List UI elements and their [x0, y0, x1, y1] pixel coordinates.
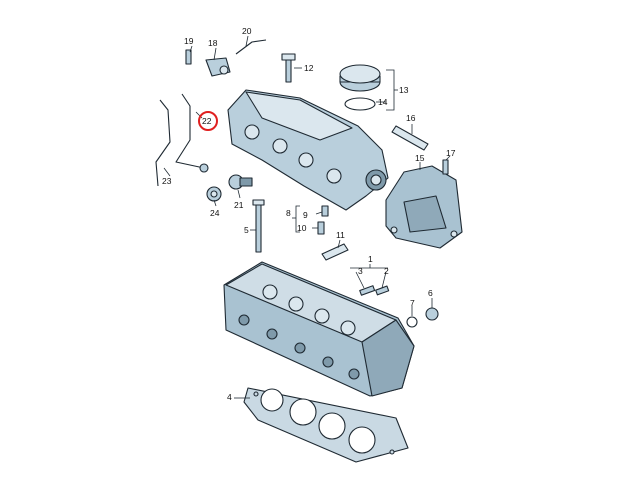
leader-lines [163, 35, 451, 399]
callout-4: 4 [227, 392, 232, 402]
callout-14: 14 [378, 97, 388, 107]
timing-cover [385, 165, 463, 249]
callout-1: 1 [368, 254, 373, 264]
callout-10: 10 [297, 223, 307, 233]
callout-23: 23 [162, 176, 172, 186]
callout-7: 7 [410, 298, 415, 308]
callout-12: 12 [304, 63, 314, 73]
callout-9: 9 [303, 210, 308, 220]
callout-6: 6 [428, 288, 433, 298]
callout-17: 17 [446, 148, 456, 158]
callout-labels: 1 2 3 4 5 6 7 8 9 10 11 12 13 14 15 16 1… [162, 26, 456, 402]
oil-filler-cap [339, 64, 381, 111]
callout-2: 2 [384, 266, 389, 276]
highlight-circle-22 [198, 111, 218, 131]
callout-5: 5 [244, 225, 249, 235]
callout-24: 24 [210, 208, 220, 218]
breather-pipes [155, 93, 209, 187]
callout-21: 21 [234, 200, 244, 210]
cylinder-head-gasket [243, 387, 409, 463]
callout-18: 18 [208, 38, 218, 48]
callout-13: 13 [399, 85, 409, 95]
callout-20: 20 [242, 26, 252, 36]
callout-22: 22 [202, 116, 212, 126]
callout-3: 3 [358, 266, 363, 276]
callout-11: 11 [336, 230, 345, 240]
callout-19: 19 [184, 36, 194, 46]
callout-16: 16 [406, 113, 416, 123]
intake-manifold [227, 89, 389, 211]
callout-15: 15 [415, 153, 425, 163]
small-parts [185, 39, 449, 328]
cylinder-head [223, 261, 415, 397]
callout-8: 8 [286, 208, 291, 218]
